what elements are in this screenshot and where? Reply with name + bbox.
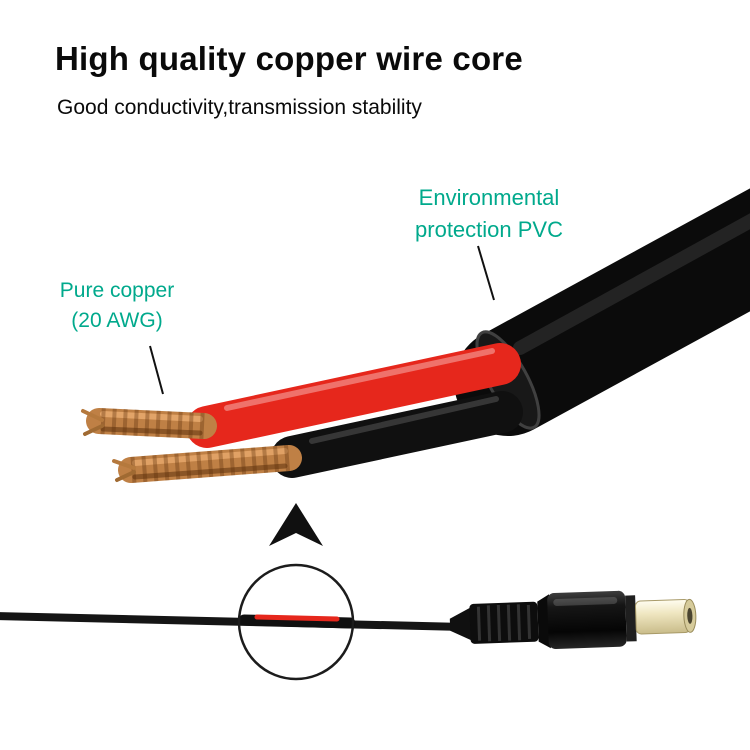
copper-fray-strand	[112, 459, 136, 470]
barrel-pin-hole	[687, 607, 693, 624]
grip-ridge	[516, 604, 522, 641]
callout-line-copper	[149, 345, 164, 395]
label-pvc: Environmental protection PVC	[398, 182, 580, 246]
copper-light-strand	[100, 411, 203, 422]
jacket-highlight	[513, 213, 750, 355]
grip-ridge	[496, 604, 502, 642]
grip-ridge	[526, 604, 532, 639]
copper-strands-black	[112, 445, 302, 483]
label-copper-line1: Pure copper	[59, 279, 175, 302]
grip-ridge	[506, 604, 512, 641]
grip-ridge	[476, 606, 482, 641]
label-copper-line2: (20 AWG)	[71, 309, 163, 333]
copper-dark-strand	[132, 463, 288, 480]
connector-barrel	[634, 599, 691, 635]
copper-dark-strand	[100, 426, 203, 436]
grip-ridge	[486, 605, 492, 642]
callout-line-pvc	[477, 245, 495, 301]
copper-twist-texture	[130, 445, 290, 483]
magnifier-circle	[237, 563, 355, 681]
jacket-tube	[454, 188, 750, 436]
connector-body-highlight	[553, 596, 618, 606]
copper-light-strand	[132, 448, 288, 466]
subtitle: Good conductivity,transmission stability	[57, 96, 422, 119]
copper-bundle	[118, 445, 302, 483]
black-wire	[271, 391, 523, 478]
red-wire-insulation	[186, 343, 521, 448]
up-arrow-icon	[269, 503, 323, 546]
magnified-cable-segment	[238, 614, 356, 629]
copper-fray-strand	[81, 409, 104, 422]
connector-ring	[625, 595, 637, 642]
copper-fray-strand	[115, 470, 136, 482]
black-wire-highlight	[309, 396, 499, 444]
dc-connector	[449, 590, 697, 650]
copper-strands-red	[81, 408, 217, 439]
bottom-photo	[0, 563, 468, 681]
red-wire-highlight	[224, 348, 495, 411]
copper-bundle	[86, 408, 217, 439]
black-wire-insulation	[271, 391, 523, 478]
connector-grip	[469, 601, 539, 644]
connector-strain-relief	[449, 606, 473, 641]
red-stripe	[254, 614, 340, 622]
label-copper: Pure copper (20 AWG)	[46, 276, 188, 337]
connector-body	[547, 590, 627, 650]
cable-line	[0, 612, 468, 631]
label-pvc-line1: Environmental	[418, 185, 560, 210]
page-title: High quality copper wire core	[55, 40, 523, 77]
red-wire	[186, 343, 521, 448]
label-pvc-line2: protection PVC	[415, 216, 563, 242]
connector-grip-ridges	[476, 604, 532, 642]
copper-fray-strand	[83, 424, 104, 436]
